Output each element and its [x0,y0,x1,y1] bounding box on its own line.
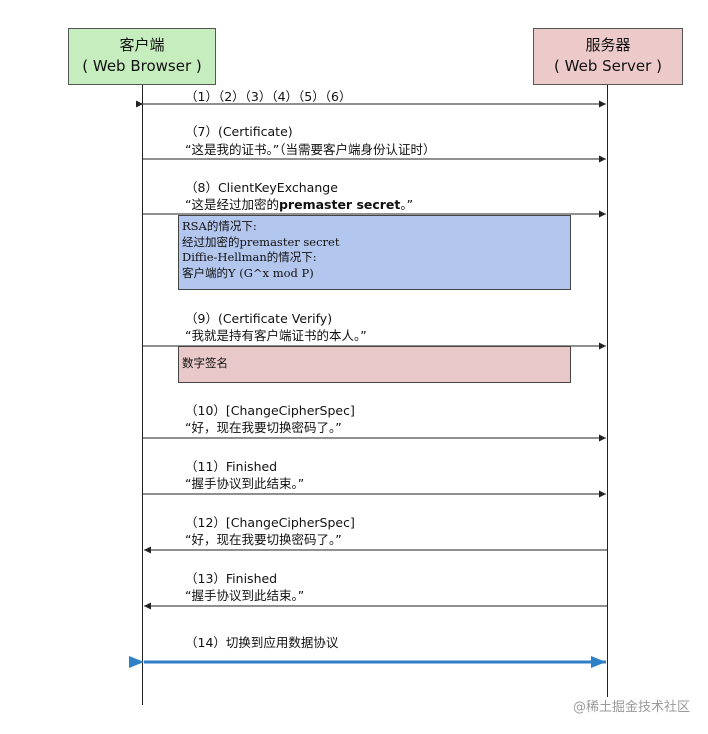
message-8-desc-prefix: “这是经过加密的 [185,197,279,212]
message-13-step: （13）Finished [185,571,278,586]
signature-note: 数字签名 [178,346,571,383]
client-actor-box: 客户端 ( Web Browser ) [68,28,216,85]
message-13-description: “握手协议到此结束。” [185,588,305,603]
server-actor-box: 服务器 ( Web Server ) [533,28,683,85]
message-11-step: （11）Finished [185,459,278,474]
key-exchange-note-line-4: 客户端的Y (G^x mod P) [182,265,314,280]
message-14-label: （14）切换到应用数据协议 [185,635,339,650]
message-7-step: （7）(Certificate) [185,124,293,139]
message-11-description: “握手协议到此结束。” [185,476,305,491]
message-10-description: “好，现在我要切换密码了。” [185,420,342,435]
message-7-description: “这是我的证书。”（当需要客户端身份认证时） [185,142,436,157]
message-8-step: （8）ClientKeyExchange [185,180,338,195]
message-10-step: （10）[ChangeCipherSpec] [185,403,355,418]
message-12-step: （12）[ChangeCipherSpec] [185,515,355,530]
server-lifeline [607,85,608,697]
key-exchange-note-line-1: RSA的情况下: [182,219,257,233]
client-actor-subtitle: ( Web Browser ) [82,57,202,75]
client-actor-name: 客户端 [119,36,165,54]
message-8-description: “这是经过加密的premaster secret。” [185,196,413,214]
server-actor-subtitle: ( Web Server ) [554,57,662,75]
message-8-desc-bold: premaster secret [278,197,401,212]
key-exchange-note-line-2: 经过加密的premaster secret [182,234,340,249]
message-9-description: “我就是持有客户端证书的本人。” [185,328,367,343]
message-9-step: （9）(Certificate Verify) [185,311,333,326]
watermark: @稀土掘金技术社区 [572,700,690,715]
message-8-desc-suffix: 。” [400,197,414,212]
client-lifeline [142,85,143,705]
key-exchange-note: RSA的情况下: 经过加密的premaster secret Diffie-He… [178,215,571,290]
server-actor-name: 服务器 [585,36,631,54]
message-1-6-label: （1）（2）（3）（4）（5）（6） [185,89,352,104]
key-exchange-note-line-3: Diffie-Hellman的情况下: [182,250,317,264]
message-12-description: “好，现在我要切换密码了。” [185,532,342,547]
